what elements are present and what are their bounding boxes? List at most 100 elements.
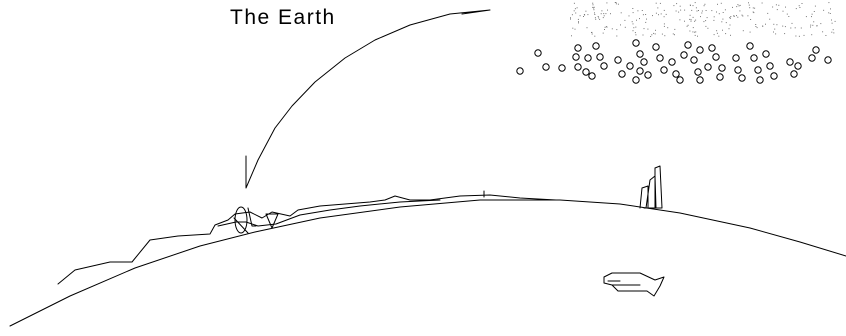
speckle-dot	[740, 5, 741, 6]
speckle-dot	[698, 10, 699, 11]
speckle-dot	[680, 10, 681, 11]
speckle-dot	[696, 7, 697, 8]
speckle-dot	[736, 6, 737, 7]
launch-trajectory	[246, 10, 490, 188]
speckle-dot	[697, 36, 698, 37]
speckle-dot	[776, 24, 777, 25]
speckle-dot	[655, 30, 656, 31]
bubble	[593, 43, 599, 49]
speckle-dot	[762, 26, 763, 27]
speckle-dot	[574, 3, 575, 4]
speckle-dot	[592, 7, 593, 8]
speckle-dot	[702, 11, 703, 12]
speckle-dot	[802, 3, 803, 4]
speckle-dot	[830, 8, 831, 9]
speckle-dot	[796, 8, 797, 9]
bubble	[535, 50, 541, 56]
speckle-dot	[651, 34, 652, 35]
speckle-dot	[795, 27, 796, 28]
speckle-dot	[606, 26, 607, 27]
speckle-dot	[645, 22, 646, 23]
speckle-dot	[584, 14, 585, 15]
speckle-dot	[717, 4, 718, 5]
speckle-dot	[587, 14, 588, 15]
speckle-dot	[704, 4, 705, 5]
speckle-dot	[754, 8, 755, 9]
bubble	[709, 45, 715, 51]
bubble	[641, 59, 647, 65]
speckle-dot	[635, 32, 636, 33]
speckle-dot	[650, 36, 651, 37]
speckle-dot	[730, 35, 731, 36]
speckle-dot	[732, 7, 733, 8]
bubble	[543, 64, 549, 70]
speckle-dot	[664, 10, 665, 11]
speckle-dot	[767, 13, 768, 14]
bubble	[583, 69, 589, 75]
speckle-dot	[832, 23, 833, 24]
speckle-dot	[730, 18, 731, 19]
speckle-dot	[788, 16, 789, 17]
speckle-dot	[684, 10, 685, 11]
speckle-dot	[812, 25, 813, 26]
speckle-dot	[739, 10, 740, 11]
speckle-dot	[616, 2, 617, 3]
bubble	[739, 75, 745, 81]
speckle-dot	[755, 26, 756, 27]
speckle-dot	[620, 24, 621, 25]
speckle-dot	[657, 7, 658, 8]
speckle-dot	[825, 35, 826, 36]
speckle-dot	[635, 27, 636, 28]
speckle-dot	[643, 35, 644, 36]
speckle-dot	[688, 25, 689, 26]
speckle-dot	[718, 36, 719, 37]
speckle-dot	[598, 17, 599, 18]
bubble	[733, 55, 739, 61]
bubble	[717, 74, 723, 80]
speckle-dot	[749, 5, 750, 6]
bubble	[747, 43, 753, 49]
earth-horizon-curve	[10, 200, 846, 326]
speckle-dot	[605, 13, 606, 14]
speckle-dot	[664, 35, 665, 36]
bubble	[637, 68, 643, 74]
speckle-dot	[810, 25, 811, 26]
bubble	[791, 71, 797, 77]
bubble	[697, 77, 703, 83]
speckle-dot	[694, 32, 695, 33]
speckle-dot	[570, 17, 571, 18]
bubble	[695, 69, 701, 75]
speckle-dot	[704, 5, 705, 6]
bubble	[763, 51, 769, 57]
speckle-dot	[707, 17, 708, 18]
speckle-dot	[792, 23, 793, 24]
speckle-dot	[743, 30, 744, 31]
airplane	[604, 273, 664, 296]
speckle-dot	[603, 17, 604, 18]
speckle-dot	[674, 34, 675, 35]
bubble	[615, 57, 621, 63]
speckle-dot	[721, 3, 722, 4]
bubble	[767, 63, 773, 69]
speckle-dot	[722, 30, 723, 31]
speckle-dot	[633, 23, 634, 24]
speckle-dot	[730, 16, 731, 17]
speckle-dot	[661, 13, 662, 14]
bubble	[657, 55, 663, 61]
speckle-dot	[601, 13, 602, 14]
speckle-dot	[742, 15, 743, 16]
speckle-dot	[697, 11, 698, 12]
speckle-dot	[643, 14, 644, 15]
speckle-dot	[703, 21, 704, 22]
star-speckle-field	[570, 2, 836, 37]
bubble	[633, 40, 639, 46]
radar-dish	[235, 207, 247, 233]
speckle-dot	[678, 12, 679, 13]
speckle-dot	[646, 19, 647, 20]
speckle-dot	[701, 13, 702, 14]
speckle-dot	[595, 17, 596, 18]
bubble	[653, 44, 659, 50]
speckle-dot	[580, 15, 581, 16]
speckle-dot	[831, 20, 832, 21]
